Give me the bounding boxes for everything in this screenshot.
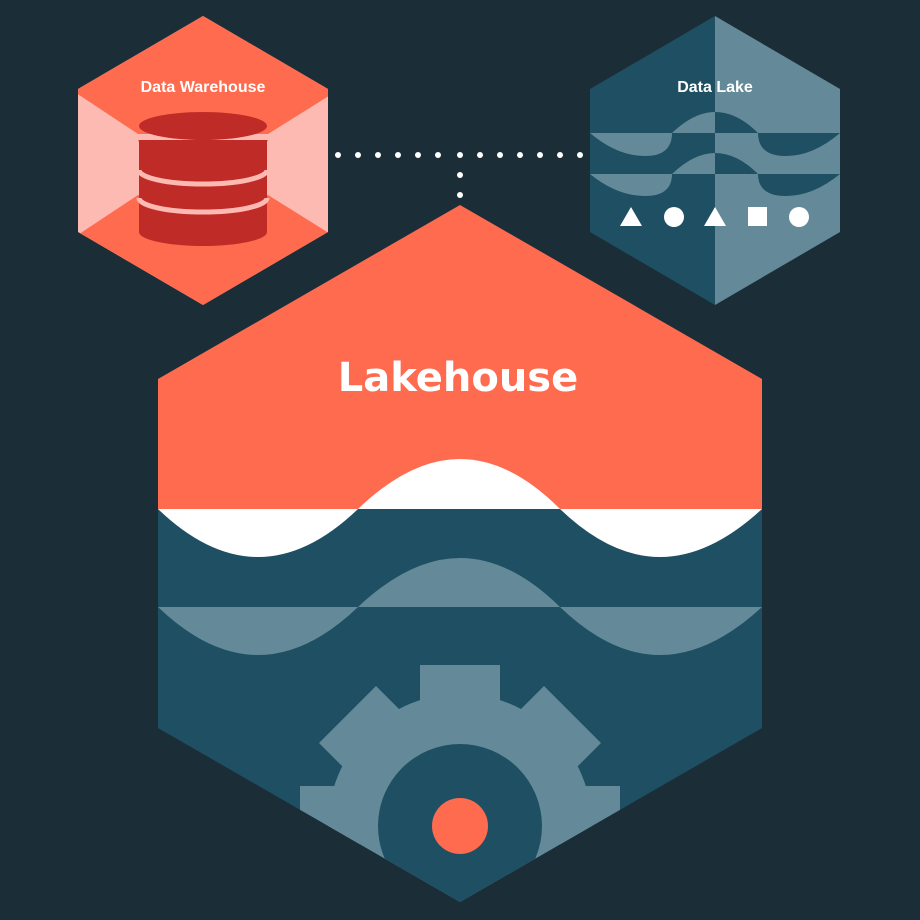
circle-icon: [789, 207, 809, 227]
lakehouse-label: Lakehouse: [338, 355, 579, 401]
data-warehouse-hexagon: Data Warehouse: [78, 16, 328, 305]
database-icon: [136, 112, 270, 246]
triangle-icon: [620, 207, 642, 226]
circle-icon: [664, 207, 684, 227]
wave-icon: [590, 112, 840, 196]
data-lake-hexagon: Data Lake: [590, 16, 840, 305]
data-lake-label: Data Lake: [677, 79, 753, 96]
data-warehouse-label: Data Warehouse: [141, 79, 266, 96]
square-icon: [748, 207, 767, 226]
triangle-icon: [704, 207, 726, 226]
lakehouse-hexagon: Lakehouse: [158, 205, 762, 902]
connector-dots: [335, 152, 583, 198]
